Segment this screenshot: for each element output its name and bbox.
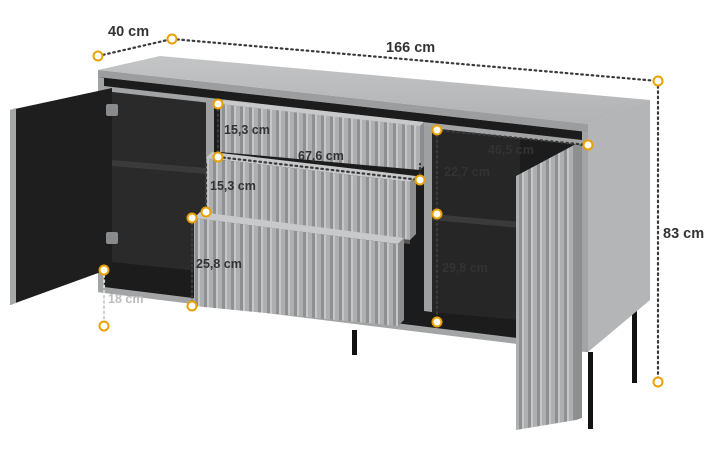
door-left-hinges bbox=[106, 104, 118, 244]
measurement-markers bbox=[92, 33, 664, 388]
door-left-edge bbox=[10, 108, 16, 305]
door-left[interactable] bbox=[10, 88, 112, 305]
label-shelf-height: 22,7 cm bbox=[444, 165, 490, 179]
shelf-right bbox=[432, 214, 520, 228]
leg-front-middle bbox=[352, 330, 357, 355]
label-drawer-width: 67,6 cm bbox=[298, 149, 344, 163]
label-depth: 40 cm bbox=[108, 24, 149, 40]
shelf-left bbox=[112, 160, 206, 174]
dimension-lines bbox=[96, 37, 660, 384]
drawer-bottom bbox=[194, 212, 404, 326]
label-compartment-width: 46,5 cm bbox=[488, 143, 534, 157]
door-right[interactable] bbox=[516, 144, 576, 430]
cabinet-top-front-edge bbox=[98, 70, 588, 132]
leg-front-right bbox=[588, 352, 593, 429]
label-drawer-middle-height: 15,3 cm bbox=[210, 179, 256, 193]
label-height: 83 cm bbox=[663, 226, 704, 242]
label-lower-compartment-height: 29,8 cm bbox=[442, 261, 488, 275]
label-drawer-bottom-height: 25,8 cm bbox=[196, 257, 242, 271]
label-width: 166 cm bbox=[386, 40, 435, 56]
dimension-labels: 40 cm 166 cm 83 cm 15,3 cm 67,6 cm 15,3 … bbox=[108, 24, 704, 306]
label-leg-height: 18 cm bbox=[108, 292, 143, 306]
cabinet-top bbox=[98, 56, 650, 124]
interior-back-left bbox=[112, 90, 208, 272]
leg-back-right bbox=[632, 310, 637, 383]
drawer-top bbox=[220, 100, 424, 170]
divider-right bbox=[424, 126, 432, 312]
door-right-edge bbox=[576, 144, 582, 420]
cabinet-right-side bbox=[588, 100, 650, 352]
label-drawer-top-height: 15,3 cm bbox=[224, 123, 270, 137]
interior-back-right bbox=[430, 128, 520, 320]
